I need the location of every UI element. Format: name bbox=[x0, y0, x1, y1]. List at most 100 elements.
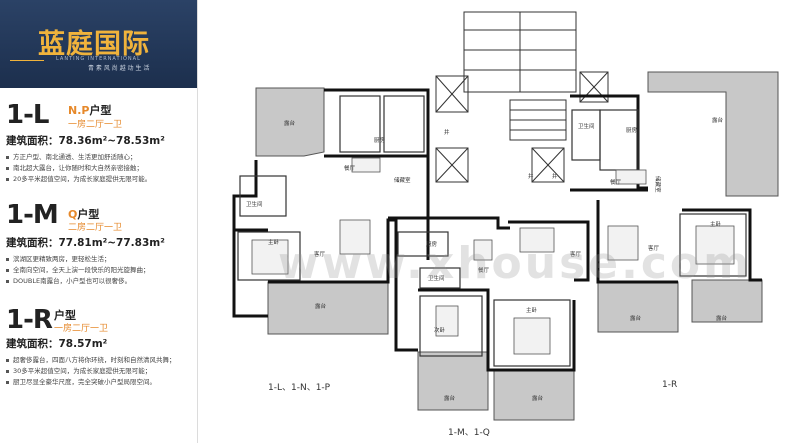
feature-item: 方正户型、南北通透、生活更加舒适随心； bbox=[6, 152, 151, 163]
room-label-terrace: 露台 bbox=[315, 302, 327, 310]
unit-layout: 二房二厅一卫 bbox=[68, 223, 123, 233]
kitchen-r bbox=[599, 109, 639, 171]
area-label: 建筑面积： bbox=[6, 135, 59, 147]
unit-features: 超奢侈露台，四面八方将你环绕，时刻和自然清风共舞； 30多平米超值空间，为成长家… bbox=[6, 355, 176, 388]
interior-walls bbox=[237, 95, 747, 367]
room-label-kitchen: 厨房 bbox=[374, 136, 386, 144]
feature-item: 30多平米超值空间，为成长家庭提供无限可能； bbox=[6, 366, 176, 377]
room-label-storage: 储藏室 bbox=[654, 176, 662, 193]
bath-m bbox=[419, 267, 461, 289]
room-label-living: 客厅 bbox=[314, 250, 326, 258]
room-label-dining: 餐厅 bbox=[610, 178, 622, 186]
room-label-kitchen: 厨房 bbox=[626, 126, 638, 134]
room-label-terrace: 露台 bbox=[712, 116, 724, 124]
unit-layout: 一房二厅一卫 bbox=[68, 120, 123, 130]
sofa bbox=[339, 219, 371, 255]
unit-code-prefix: 1-M bbox=[6, 200, 59, 230]
walls bbox=[232, 88, 762, 372]
unit-area: 建筑面积：77.81m²~77.83m² bbox=[6, 235, 165, 250]
watermark: www.xhouse.com bbox=[278, 238, 753, 289]
plan-label-bottom: 1-M、1-Q bbox=[448, 428, 490, 438]
room-label-second-bedroom: 次卧 bbox=[434, 326, 446, 334]
unit-type-word: 户型 bbox=[89, 104, 112, 117]
unit-code-suffix: N.P bbox=[68, 104, 90, 117]
bed bbox=[251, 239, 289, 275]
elevator-4 bbox=[579, 71, 609, 103]
room-label-well: 井 bbox=[552, 172, 558, 180]
unit-features: 方正户型、南北通透、生活更加舒适随心； 南北超大露台，让你随时和大自然亲密接触；… bbox=[6, 152, 151, 185]
area-label: 建筑面积： bbox=[6, 338, 59, 350]
sofa bbox=[519, 227, 555, 253]
bed bbox=[513, 317, 551, 355]
feature-item: 滨湖区更精致两房，更轻松生活； bbox=[6, 254, 150, 265]
feature-item: 厨卫尽显全豪华尺度，完全突破小户型局限空间。 bbox=[6, 377, 176, 388]
area-value: 78.36m²~78.53m² bbox=[58, 135, 165, 147]
area-value: 77.81m²~77.83m² bbox=[58, 237, 165, 249]
unit-area: 建筑面积：78.57m² bbox=[6, 336, 107, 351]
terraces bbox=[255, 71, 779, 421]
unit-block-l: 1-L N.P户型 一房二厅一卫 建筑面积：78.36m²~78.53m² 方正… bbox=[6, 100, 194, 200]
room-label-dining: 餐厅 bbox=[344, 164, 356, 172]
unit-features: 滨湖区更精致两房，更轻松生活； 全南向空间，全天上演一段快乐的阳光旋舞曲； DO… bbox=[6, 254, 150, 287]
unit-area: 建筑面积：78.36m²~78.53m² bbox=[6, 133, 165, 148]
room-label-storage: 储藏室 bbox=[394, 176, 411, 184]
bed bbox=[435, 305, 459, 337]
room-label-master: 主卧 bbox=[526, 306, 538, 314]
dining-table bbox=[473, 239, 493, 261]
feature-item: 20多平米超值空间，为成长家庭提供无限可能。 bbox=[6, 174, 151, 185]
dining-table bbox=[615, 169, 647, 185]
unit-type-word: 户型 bbox=[77, 208, 100, 221]
floor-plan-drawing: 露台 露台 露台 露台 露台 露台 露台 厨房 厨房 厨房 餐厅 餐厅 餐厅 客… bbox=[232, 11, 779, 421]
brand-logo: 蓝庭国际 bbox=[38, 29, 150, 60]
floor-plan: 露台 露台 露台 露台 露台 露台 露台 厨房 厨房 厨房 餐厅 餐厅 餐厅 客… bbox=[198, 0, 800, 443]
unit-block-m: 1-M Q户型 二房二厅一卫 建筑面积：77.81m²~77.83m² 滨湖区更… bbox=[6, 200, 194, 300]
unit-type-head: 户型 bbox=[54, 307, 76, 323]
room-label-bath: 卫生间 bbox=[578, 122, 595, 130]
unit-code-prefix: 1-L bbox=[6, 100, 49, 130]
storage-l bbox=[383, 95, 425, 153]
core bbox=[435, 11, 609, 183]
unit-code: 1-M bbox=[6, 200, 59, 230]
feature-item: 全南向空间，全天上演一段快乐的阳光旋舞曲； bbox=[6, 265, 150, 276]
master-r bbox=[679, 213, 747, 277]
room-label-terrace: 露台 bbox=[532, 394, 544, 402]
unit-block-r: 1-R 户型 一房二厅一卫 建筑面积：78.57m² 超奢侈露台，四面八方将你环… bbox=[6, 305, 194, 435]
bed bbox=[695, 225, 735, 265]
brand-tagline: 青 素 风 尚 越 动 生 活 bbox=[88, 65, 150, 72]
brand-subtext: LANTING INTERNATIONAL bbox=[56, 56, 141, 62]
unit-code-suffix: Q bbox=[68, 208, 78, 221]
room-label-well: 井 bbox=[444, 128, 450, 136]
room-labels: 露台 露台 露台 露台 露台 露台 露台 厨房 厨房 厨房 餐厅 餐厅 餐厅 客… bbox=[246, 116, 728, 402]
room-label-terrace: 露台 bbox=[716, 314, 728, 322]
terrace-sw bbox=[267, 281, 389, 335]
room-label-terrace: 露台 bbox=[630, 314, 642, 322]
bath-r bbox=[571, 109, 601, 161]
unit-code-prefix: 1-R bbox=[6, 305, 53, 335]
room-label-terrace: 露台 bbox=[444, 394, 456, 402]
room-label-living: 客厅 bbox=[648, 244, 660, 252]
plan-label-left: 1-L、1-N、1-P bbox=[268, 383, 331, 393]
furniture bbox=[251, 157, 735, 355]
terrace-s2 bbox=[493, 369, 575, 421]
terrace-nw bbox=[255, 87, 325, 157]
room-label-well: 井 bbox=[528, 172, 534, 180]
elevator-3 bbox=[531, 147, 565, 183]
unit-code: 1-L bbox=[6, 100, 49, 130]
room-label-master: 主卧 bbox=[710, 220, 722, 228]
brand-banner: 蓝庭国际 LANTING INTERNATIONAL 青 素 风 尚 越 动 生… bbox=[0, 0, 197, 88]
kitchen-m bbox=[397, 231, 449, 257]
feature-item: DOUBLE南露台，小户型也可以很奢侈。 bbox=[6, 276, 150, 287]
sofa bbox=[607, 225, 639, 261]
terrace-s1 bbox=[417, 351, 489, 411]
unit-type-word: 户型 bbox=[54, 309, 76, 322]
kitchen-l bbox=[339, 95, 381, 153]
room-label-kitchen: 厨房 bbox=[426, 240, 438, 248]
area-value: 78.57m² bbox=[58, 338, 108, 350]
room-label-living: 客厅 bbox=[570, 250, 582, 258]
feature-item: 南北超大露台，让你随时和大自然亲密接触； bbox=[6, 163, 151, 174]
room-label-bath: 卫生间 bbox=[246, 200, 263, 208]
room-label-terrace: 露台 bbox=[284, 119, 296, 127]
room-label-dining: 餐厅 bbox=[478, 266, 490, 274]
terrace-ne bbox=[647, 71, 779, 197]
plan-label-right: 1-R bbox=[662, 380, 678, 390]
